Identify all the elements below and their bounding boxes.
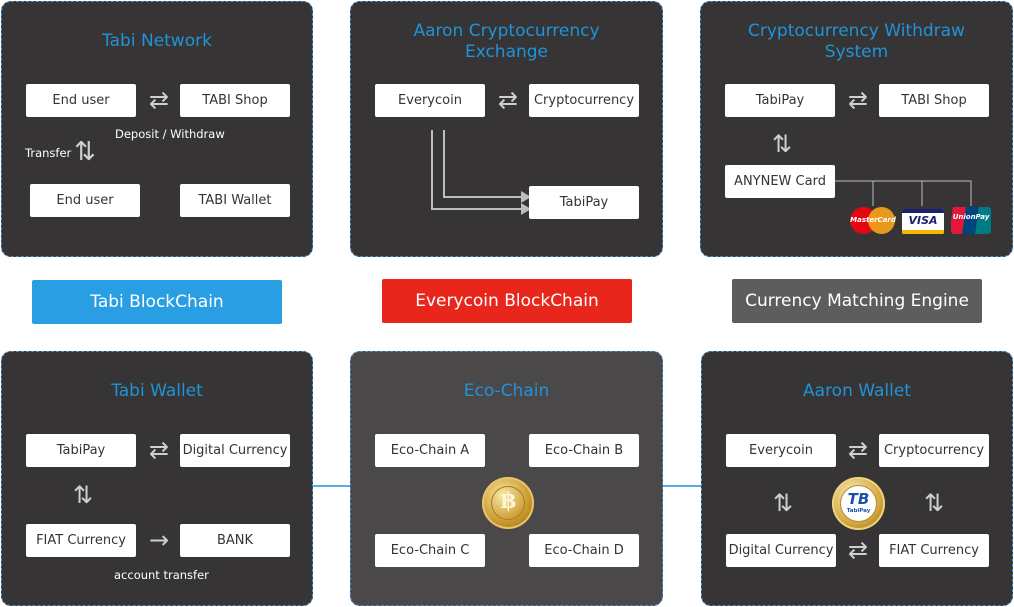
panel-aaron-exchange: Aaron Cryptocurrency Exchange Everycoin … <box>350 1 663 257</box>
eco-chain-c-box: Eco-Chain C <box>375 534 485 567</box>
tabipay-box: TabiPay <box>26 434 136 467</box>
visa-icon: VISA <box>902 209 944 234</box>
panel-tabi-network: Tabi Network End user ⇄ TABI Shop ⇅ Tran… <box>1 1 313 257</box>
deposit-withdraw-label: Deposit / Withdraw <box>115 127 225 141</box>
cryptocurrency-box: Cryptocurrency <box>879 434 989 467</box>
end-user-top-box: End user <box>26 84 136 117</box>
cryptocurrency-box: Cryptocurrency <box>529 84 639 117</box>
eco-chain-d-box: Eco-Chain D <box>529 534 639 567</box>
digital-currency-box: Digital Currency <box>726 534 836 567</box>
currency-matching-engine-banner: Currency Matching Engine <box>732 279 982 323</box>
unionpay-text: UnionPay <box>952 213 990 221</box>
account-transfer-label: account transfer <box>114 568 209 582</box>
bank-box: BANK <box>180 524 290 557</box>
fiat-currency-box: FIAT Currency <box>879 534 989 567</box>
tabipay-coin-icon: TB TabiPay <box>832 477 885 530</box>
exchange-arrows-icon: ⇄ <box>847 436 869 464</box>
end-user-bottom-box: End user <box>30 184 140 217</box>
digital-currency-box: Digital Currency <box>180 434 290 467</box>
exchange-arrows-icon-bottom: ⇄ <box>847 536 869 564</box>
vertical-arrows-icon: ⇅ <box>72 481 94 509</box>
tb-logo-text: TB <box>847 490 870 508</box>
unionpay-icon: UnionPay <box>951 207 991 234</box>
panel-title: Aaron Wallet <box>803 381 911 401</box>
panel-title-line1: Aaron Cryptocurrency <box>413 21 600 41</box>
mastercard-text: MasterCard <box>850 216 896 224</box>
vertical-arrows-icon: ⇅ <box>771 130 793 158</box>
panel-withdraw-system: Cryptocurrency Withdraw System TabiPay ⇄… <box>700 1 1013 257</box>
panel-title: Tabi Network <box>102 31 212 51</box>
vertical-arrows-icon-left: ⇅ <box>772 489 794 517</box>
panel-title-line2: Exchange <box>464 42 549 62</box>
tabi-blockchain-banner: Tabi BlockChain <box>32 280 282 324</box>
fiat-currency-box: FIAT Currency <box>26 524 136 557</box>
card-connector-lines <box>835 180 972 206</box>
tabipay-box: TabiPay <box>529 186 639 219</box>
panel-eco-chain: Eco-Chain Eco-Chain A Eco-Chain B ฿ Eco-… <box>350 351 663 606</box>
panel-title: Tabi Wallet <box>111 381 203 401</box>
exchange-arrows-icon: ⇄ <box>148 86 170 114</box>
vertical-arrows-icon: ⇅ <box>74 137 96 167</box>
exchange-arrows-icon: ⇄ <box>148 436 170 464</box>
panel-title: Eco-Chain <box>463 381 550 401</box>
bitcoin-coin-icon: ฿ <box>482 477 534 529</box>
panel-title-line1: Cryptocurrency Withdraw <box>748 21 965 41</box>
tabi-shop-box: TABI Shop <box>180 84 290 117</box>
panel-tabi-wallet: Tabi Wallet TabiPay ⇄ Digital Currency ⇅… <box>1 351 313 606</box>
everycoin-box: Everycoin <box>726 434 836 467</box>
transfer-label: Transfer <box>25 146 72 160</box>
vertical-arrows-icon-right: ⇅ <box>923 489 945 517</box>
panel-title-line2: System <box>824 42 889 62</box>
eco-chain-a-box: Eco-Chain A <box>375 434 485 467</box>
eco-chain-b-box: Eco-Chain B <box>529 434 639 467</box>
tabi-wallet-box: TABI Wallet <box>180 184 290 217</box>
tabipay-coin-text: TabiPay <box>846 508 871 514</box>
everycoin-blockchain-banner: Everycoin BlockChain <box>382 279 632 323</box>
tabipay-box: TabiPay <box>725 84 835 117</box>
exchange-arrows-icon: ⇄ <box>497 86 519 114</box>
tabi-shop-box: TABI Shop <box>879 84 989 117</box>
exchange-arrows-icon: ⇄ <box>847 86 869 114</box>
anynew-card-box: ANYNEW Card <box>725 165 835 198</box>
panel-aaron-wallet: Aaron Wallet Everycoin ⇄ Cryptocurrency … <box>701 351 1013 606</box>
right-arrow-icon: → <box>148 526 170 554</box>
mastercard-icon: MasterCard <box>850 207 896 234</box>
everycoin-box: Everycoin <box>375 84 485 117</box>
flow-arrow-icon <box>431 130 531 215</box>
visa-text: VISA <box>908 214 938 227</box>
